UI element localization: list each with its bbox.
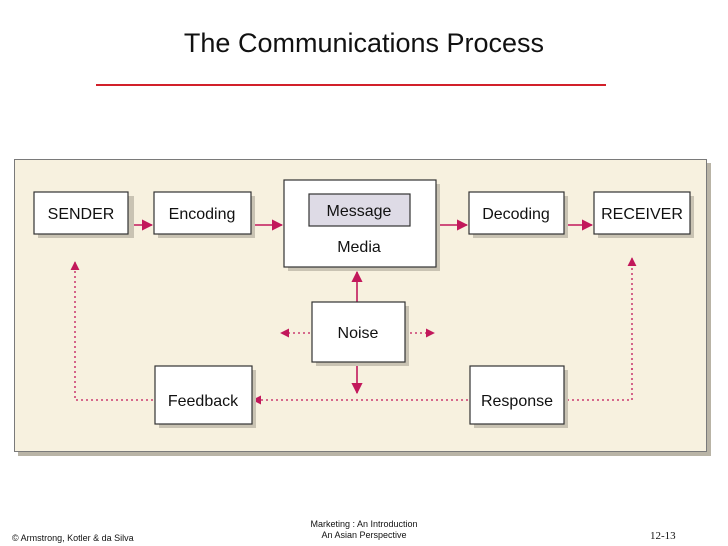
footer-book-line1: Marketing : An Introduction bbox=[310, 519, 418, 529]
title-underline bbox=[96, 84, 606, 86]
message-label: Message bbox=[327, 203, 392, 220]
footer-copyright: © Armstrong, Kotler & da Silva bbox=[12, 533, 134, 543]
footer-book-line2: An Asian Perspective bbox=[321, 530, 407, 540]
feedback-box: Feedback bbox=[154, 365, 256, 428]
response-box: Response bbox=[469, 365, 568, 428]
decoding-label: Decoding bbox=[482, 206, 550, 223]
receiver-to-response-line bbox=[564, 368, 633, 401]
feedback-to-sender-arrow bbox=[70, 261, 153, 401]
media-box: Message Media bbox=[283, 179, 440, 271]
decoding-box: Decoding bbox=[468, 191, 568, 238]
encoding-label: Encoding bbox=[169, 206, 236, 223]
noise-label: Noise bbox=[338, 325, 379, 342]
sender-box: SENDER bbox=[33, 191, 134, 238]
media-label: Media bbox=[337, 239, 381, 256]
message-box bbox=[308, 193, 411, 227]
encoding-box: Encoding bbox=[153, 191, 255, 238]
slide-title: The Communications Process bbox=[183, 28, 545, 58]
footer-book-title: Marketing : An Introduction An Asian Per… bbox=[290, 519, 438, 541]
response-label: Response bbox=[481, 393, 553, 410]
receiver-label: RECEIVER bbox=[601, 206, 683, 223]
footer-page-number: 12-13 bbox=[650, 530, 676, 542]
feedback-label: Feedback bbox=[168, 393, 239, 410]
noise-box: Noise bbox=[311, 301, 409, 366]
sender-label: SENDER bbox=[48, 206, 115, 223]
receiver-box: RECEIVER bbox=[593, 191, 694, 238]
